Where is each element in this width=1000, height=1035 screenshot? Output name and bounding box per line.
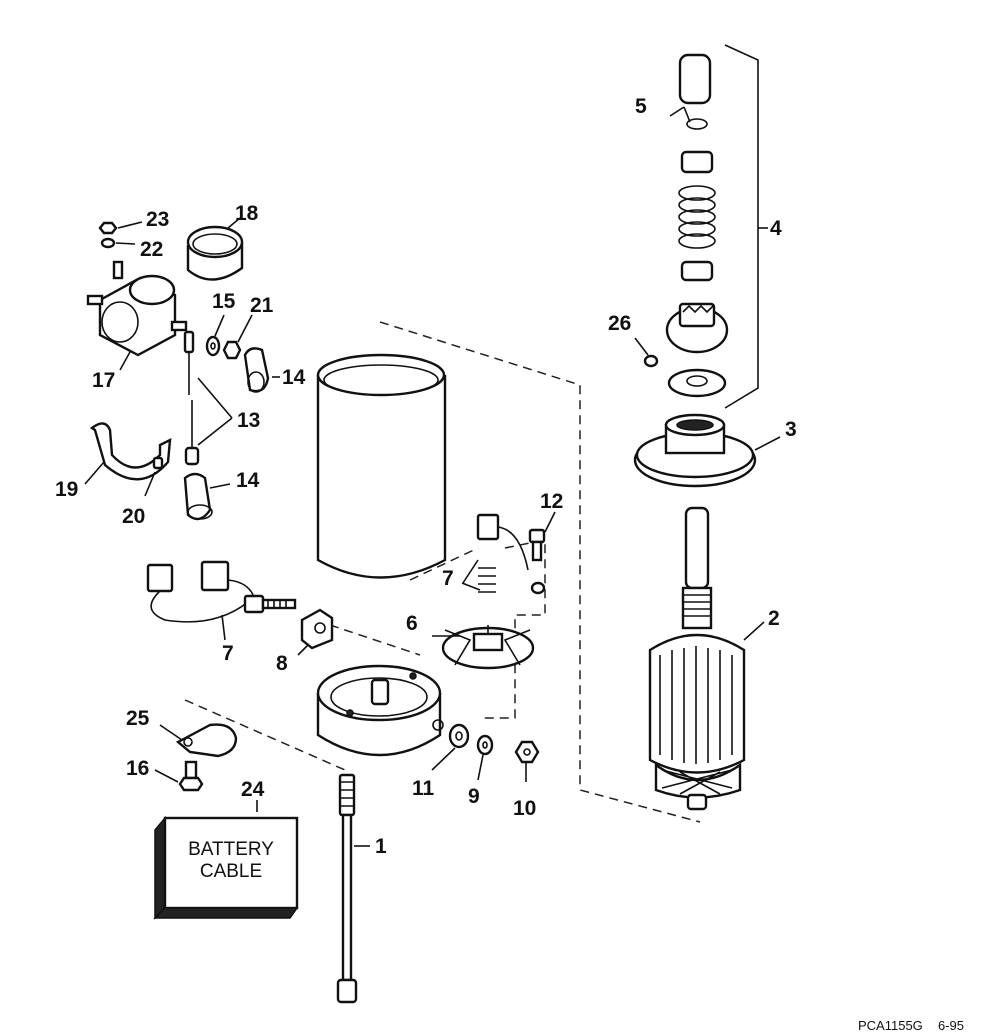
callout-19: 19: [55, 478, 78, 501]
callout-15: 15: [212, 290, 236, 313]
callout-16: 16: [126, 757, 149, 780]
screw-part-12: [528, 528, 546, 562]
callout-4: 4: [770, 217, 782, 240]
battery-cable-line1: BATTERY: [188, 839, 274, 860]
callout-7-left: 7: [222, 642, 234, 665]
terminal-part-8: [300, 608, 334, 650]
callout-21: 21: [250, 294, 274, 317]
callout-12: 12: [540, 490, 563, 513]
retaining-ring-part-5: [686, 118, 708, 130]
boot-part-14-upper: [243, 347, 270, 393]
spring-assembly-part: [678, 150, 716, 282]
drive-cap-part: [678, 53, 712, 105]
callout-5: 5: [635, 95, 647, 118]
callout-10: 10: [513, 797, 536, 820]
callout-labels: 1 2 3 4 5 6 7 7 8 9 10 11 12 13 14 14 15…: [55, 95, 797, 858]
screw-part-20: [152, 456, 164, 470]
lockwasher-part-22: [100, 237, 116, 249]
callout-2: 2: [768, 607, 780, 630]
through-bolt-part-1: [336, 773, 358, 1004]
nut-part-21: [222, 340, 242, 360]
brush-set-left-part-7: [146, 560, 297, 623]
clamp-part-25: [175, 723, 238, 758]
figure-code-date: 6-95: [938, 1018, 964, 1033]
brush-holder-part-6: [441, 625, 535, 670]
strap-part-19: [89, 422, 172, 481]
armature-part-2: [648, 506, 746, 811]
pinion-gear-part: [665, 302, 729, 354]
washer-part-15: [205, 335, 221, 357]
washer-part-11: [448, 723, 470, 749]
battery-cable-box-part-24: BATTERY CABLE: [153, 815, 299, 920]
callout-23: 23: [146, 208, 169, 231]
callout-18: 18: [235, 202, 259, 225]
figure-code: PCA1155G 6-95: [858, 1018, 964, 1033]
callout-6: 6: [406, 612, 418, 635]
frame-housing-part: [316, 353, 447, 579]
callout-17: 17: [92, 369, 115, 392]
figure-code-id: PCA1155G: [858, 1018, 923, 1033]
callout-13: 13: [237, 409, 260, 432]
callout-7-upper: 7: [442, 567, 454, 590]
callout-8: 8: [276, 652, 288, 675]
battery-cable-line2: CABLE: [200, 861, 262, 882]
callout-3: 3: [785, 418, 797, 441]
lead-part-13: [183, 330, 200, 466]
lockwasher-part-9: [476, 734, 494, 756]
boot-part-14-lower: [183, 472, 213, 521]
callout-14-lower: 14: [236, 469, 260, 492]
thrust-washer-part: [667, 368, 727, 398]
callout-24: 24: [241, 778, 265, 801]
callout-11: 11: [412, 777, 435, 800]
callout-1: 1: [375, 835, 387, 858]
drive-end-cap-part-3: [633, 413, 757, 488]
brush-set-upper-part-7: [476, 513, 546, 595]
item-4-bracket: [724, 44, 768, 409]
callout-14-upper: 14: [282, 366, 306, 389]
commutator-end-cap-part: [316, 664, 444, 757]
nut-part-23: [98, 221, 118, 235]
nut-part-10: [514, 740, 540, 764]
screw-part-16: [178, 760, 204, 792]
callout-9: 9: [468, 785, 480, 808]
callout-20: 20: [122, 505, 145, 528]
callout-26: 26: [608, 312, 631, 335]
callout-22: 22: [140, 238, 163, 261]
sleeve-part-18: [186, 225, 244, 281]
stop-nut-part-26: [643, 354, 659, 368]
callout-25: 25: [126, 707, 150, 730]
leader-lines: [84, 106, 781, 847]
solenoid-part-17: [86, 260, 188, 357]
